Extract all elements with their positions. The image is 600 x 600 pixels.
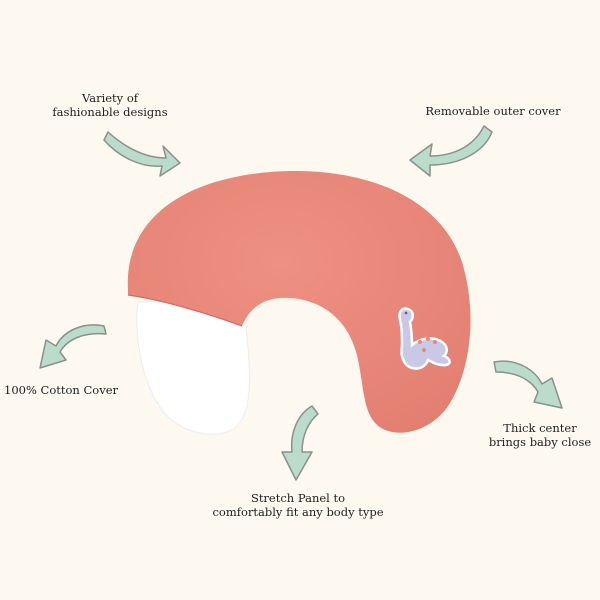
pillow-seam	[127, 294, 243, 327]
label-outer-cover-line-1: Removable outer cover	[425, 104, 561, 118]
arrow-designs-icon	[103, 131, 181, 177]
label-designs-line-2: fashionable designs	[52, 105, 168, 119]
arrow-stretch-panel-icon	[281, 405, 319, 481]
nursing-pillow	[127, 171, 471, 433]
label-cotton-cover: 100% Cotton Cover	[4, 383, 119, 397]
label-thick-center: Thick center brings baby close	[484, 421, 596, 449]
label-outer-cover: Removable outer cover	[418, 104, 568, 118]
label-designs-line-1: Variety of	[81, 91, 139, 105]
label-cotton-line-1: 100% Cotton Cover	[4, 383, 119, 397]
dinosaur-applique-icon	[398, 307, 451, 370]
label-stretch-panel-line-2: comfortably fit any body type	[212, 505, 384, 519]
label-stretch-panel-line-1: Stretch Panel to	[250, 491, 346, 505]
label-designs: Variety of fashionable designs	[50, 91, 170, 119]
arrow-thick-center-icon	[493, 360, 563, 409]
label-thick-center-line-2: brings baby close	[488, 435, 592, 449]
label-stretch-panel: Stretch Panel to comfortably fit any bod…	[198, 491, 398, 519]
label-thick-center-line-1: Thick center	[503, 421, 577, 435]
arrow-outer-cover-icon	[409, 125, 493, 177]
arrow-cotton-icon	[39, 324, 107, 369]
